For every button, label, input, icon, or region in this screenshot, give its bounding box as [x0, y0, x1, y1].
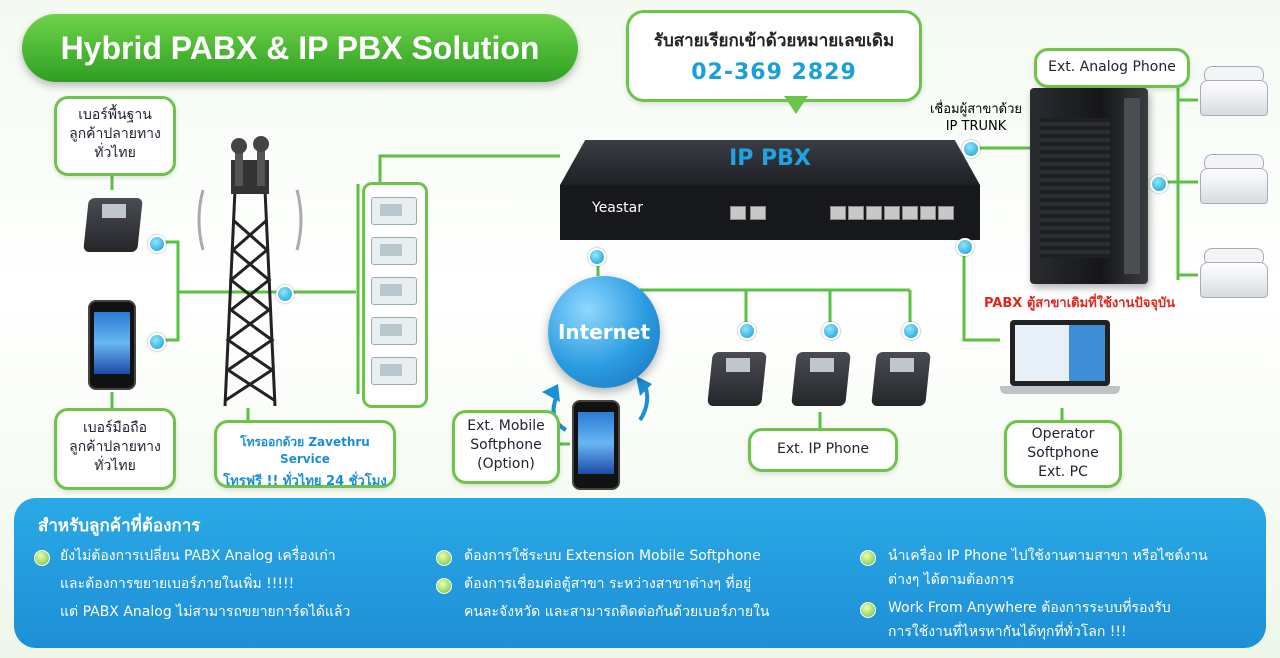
customer-needs-panel: สำหรับลูกค้าที่ต้องการ ยังไม่ต้องการเปลี… — [14, 498, 1266, 648]
hotline-number: 02-369 2829 — [691, 60, 857, 85]
bullet-icon — [34, 550, 50, 566]
need-col2-line1: ต้องการใช้ระบบ Extension Mobile Softphon… — [464, 548, 761, 564]
mobile-softphone-box: Ext. Mobile Softphone (Option) — [452, 410, 560, 484]
desk-phone-icon — [790, 344, 852, 410]
desk-phone-icon — [706, 344, 768, 410]
internet-globe: Internet — [548, 276, 660, 388]
analog-phone-box: Ext. Analog Phone — [1034, 48, 1190, 88]
need-col2-line3: คนละจังหวัด และสามารถติดต่อกันด้วยเบอร์ภ… — [464, 604, 770, 620]
mobile-line3: ทั่วไทย — [94, 458, 136, 474]
connection-dot — [822, 322, 840, 340]
connection-dot — [148, 333, 166, 351]
need-col3-line3: Work From Anywhere ต้องการระบบที่รองรับ — [888, 600, 1171, 616]
operator-line3: Ext. PC — [1038, 464, 1088, 480]
sim-card-icon — [371, 237, 417, 265]
cell-tower-icon — [197, 136, 303, 407]
pabx-caption: PABX ตู้สาขาเดิมที่ใช้งานปัจจุบัน — [984, 296, 1176, 311]
panel-title: สำหรับลูกค้าที่ต้องการ — [38, 516, 201, 536]
operator-box: Operator Softphone Ext. PC — [1004, 420, 1122, 488]
ip-trunk-line2: IP TRUNK — [945, 119, 1007, 134]
landline-line1: เบอร์พื้นฐาน — [78, 107, 152, 123]
page-title: Hybrid PABX & IP PBX Solution — [22, 14, 578, 82]
sim-card-icon — [371, 197, 417, 225]
ip-phone-box: Ext. IP Phone — [748, 428, 898, 472]
mobile-phone-icon — [572, 400, 620, 490]
connection-dot — [276, 285, 294, 303]
zavethru-line1: โทรออกด้วย Zavethru Service — [240, 435, 370, 466]
need-col1-line3: แต่ PABX Analog ไม่สามารถขยายการ์ดได้แล้… — [60, 604, 351, 620]
landline-line2: ลูกค้าปลายทาง — [69, 126, 161, 142]
landline-customers-box: เบอร์พื้นฐาน ลูกค้าปลายทาง ทั่วไทย — [54, 96, 176, 176]
connection-dot — [588, 248, 606, 266]
ip-pbx-device: IP PBX Yeastar — [560, 140, 980, 240]
connection-dot — [956, 238, 974, 256]
hotline-pointer — [784, 96, 808, 114]
mobile-softphone-line1: Ext. Mobile — [467, 418, 545, 434]
connection-dot — [738, 322, 756, 340]
analog-phone-icon — [1200, 150, 1268, 204]
ip-pbx-label: IP PBX — [729, 146, 811, 171]
zavethru-box: โทรออกด้วย Zavethru Service โทรฟรี !! ทั… — [214, 420, 396, 489]
mobile-customers-box: เบอร์มือถือ ลูกค้าปลายทาง ทั่วไทย — [54, 408, 176, 490]
ip-phone-label: Ext. IP Phone — [777, 441, 869, 457]
mobile-line2: ลูกค้าปลายทาง — [69, 439, 161, 455]
yeastar-brand: Yeastar — [592, 200, 644, 216]
zavethru-line2: โทรฟรี !! ทั่วไทย 24 ชั่วโมง — [223, 474, 387, 489]
mobile-softphone-line3: (Option) — [477, 456, 535, 472]
mobile-softphone-line2: Softphone — [470, 437, 542, 453]
operator-line1: Operator — [1031, 426, 1095, 442]
need-col1-line2: และต้องการขยายเบอร์ภายในเพิ่ม !!!!! — [60, 576, 295, 592]
desk-phone-icon — [870, 344, 932, 410]
need-col3-line1: นำเครื่อง IP Phone ไปใช้งานตามสาขา หรือไ… — [888, 548, 1208, 564]
need-col1-line1: ยังไม่ต้องการเปลี่ยน PABX Analog เครื่อง… — [60, 548, 336, 564]
analog-phone-icon — [1200, 62, 1268, 116]
analog-phone-label: Ext. Analog Phone — [1048, 59, 1176, 75]
connection-dot — [962, 140, 980, 158]
mobile-line1: เบอร์มือถือ — [82, 420, 148, 436]
pabx-cabinet-icon — [1030, 88, 1148, 284]
desk-phone-icon — [82, 190, 144, 256]
hotline-callout: รับสายเรียกเข้าด้วยหมายเลขเดิม 02-369 28… — [626, 10, 922, 102]
connection-dot — [1150, 175, 1168, 193]
landline-line3: ทั่วไทย — [94, 145, 136, 161]
need-col2-line2: ต้องการเชื่อมต่อตู้สาขา ระหว่างสาขาต่างๆ… — [464, 576, 752, 592]
analog-phone-icon — [1200, 244, 1268, 298]
bullet-icon — [860, 602, 876, 618]
sim-card-stack — [362, 182, 428, 408]
laptop-icon — [1000, 320, 1120, 410]
ip-trunk-line1: เชื่อมผู้สาขาด้วย — [929, 102, 1023, 117]
mobile-phone-icon — [88, 300, 136, 390]
connection-dot — [902, 322, 920, 340]
hotline-text: รับสายเรียกเข้าด้วยหมายเลขเดิม — [653, 31, 895, 51]
sim-card-icon — [371, 317, 417, 345]
need-col3-line2: ต่างๆ ได้ตามต้องการ — [888, 572, 1015, 588]
sim-card-icon — [371, 357, 417, 385]
bullet-icon — [436, 550, 452, 566]
bullet-icon — [436, 578, 452, 594]
connection-dot — [148, 235, 166, 253]
ip-trunk-label: เชื่อมผู้สาขาด้วย IP TRUNK — [916, 98, 1036, 134]
need-col3-line4: การใช้งานที่ไหรหากันได้ทุกที่ทั่วโลก !!! — [888, 624, 1127, 640]
operator-line2: Softphone — [1027, 445, 1099, 461]
sim-card-icon — [371, 277, 417, 305]
bullet-icon — [860, 550, 876, 566]
